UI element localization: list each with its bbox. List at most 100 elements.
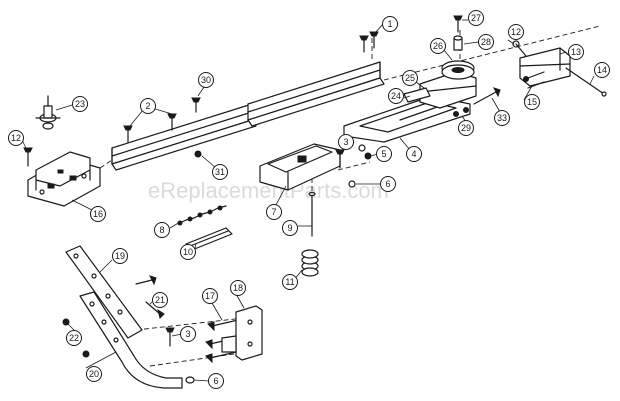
svg-text:11: 11 [285,277,294,287]
svg-text:25: 25 [405,73,415,83]
callout: 30 [198,72,214,88]
callout: 26 [430,38,446,54]
callout: 9 [282,220,298,236]
callout: 3 [180,326,196,342]
svg-text:6: 6 [213,376,218,386]
callout: 14 [594,62,610,78]
clevis-pin [165,327,175,347]
svg-text:24: 24 [391,91,401,101]
rail-screws [123,113,177,143]
callout: 13 [568,44,584,60]
callout: 11 [282,274,298,290]
svg-text:8: 8 [159,225,164,235]
svg-text:33: 33 [497,113,507,123]
callout: 31 [212,164,228,180]
rail-section-left [111,103,257,171]
svg-text:26: 26 [433,41,443,51]
svg-text:1: 1 [387,19,392,29]
callout: 18 [230,280,246,296]
door-bracket [221,305,263,361]
callout: 7 [266,204,282,220]
svg-text:4: 4 [411,149,416,159]
callout: 24 [388,88,404,104]
callout: 12 [508,24,524,40]
callout: 6 [380,176,396,192]
callout: 2 [140,98,156,114]
rail-nut [194,150,202,158]
pulley-spacer [453,35,463,51]
callout: 16 [90,206,106,222]
rail-assembly [111,61,385,171]
release-spring [301,249,319,277]
header-bracket [27,151,101,207]
callout: 33 [494,110,510,126]
svg-text:5: 5 [381,149,386,159]
trolley-pin [308,191,316,237]
svg-text:27: 27 [471,13,481,23]
callout: 20 [86,366,102,382]
rail-screw-30 [191,97,201,113]
svg-text:15: 15 [527,97,537,107]
bracket-tab [403,87,431,103]
svg-text:6: 6 [385,179,390,189]
door-bracket-bolts [205,319,239,364]
svg-text:18: 18 [233,283,243,293]
callout: 25 [402,70,418,86]
callout-labels: 1 2 3 3 4 5 6 6 7 8 9 10 11 12 12 13 14 … [8,10,610,389]
straight-door-arm [65,245,143,339]
svg-text:3: 3 [343,137,348,147]
washer-lower [185,376,195,384]
svg-text:21: 21 [155,295,165,305]
svg-text:20: 20 [89,369,99,379]
callout: 10 [180,244,196,260]
rail-section-right [247,61,385,127]
header-pulley [35,95,61,130]
svg-text:17: 17 [205,291,215,301]
frame-nuts [453,107,469,117]
callout: 3 [338,134,354,150]
frame-bolt [473,87,501,105]
svg-text:31: 31 [215,167,225,177]
idler-pulley [441,60,475,80]
callout: 23 [72,96,88,112]
callout: 15 [524,94,540,110]
nut-washer [358,144,372,160]
svg-text:16: 16 [93,209,103,219]
svg-text:12: 12 [11,133,21,143]
callout: 6 [208,373,224,389]
svg-text:9: 9 [287,223,292,233]
svg-text:30: 30 [201,75,211,85]
arm-nuts [62,318,90,358]
callout: 28 [478,34,494,50]
callout: 17 [202,288,218,304]
svg-text:2: 2 [145,101,150,111]
svg-text:7: 7 [271,207,276,217]
leader-lines [21,19,595,382]
end-screws [523,71,545,89]
svg-text:23: 23 [75,99,85,109]
callout: 21 [152,292,168,308]
svg-text:10: 10 [183,247,193,257]
callout: 29 [458,120,474,136]
callout: 4 [406,146,422,162]
svg-text:13: 13 [571,47,581,57]
curved-door-arm [79,291,183,389]
screw-right [512,40,527,57]
callout: 19 [112,248,128,264]
svg-text:22: 22 [69,333,79,343]
end-rod [565,67,607,97]
arm-bolts [135,275,165,319]
svg-text:29: 29 [461,123,471,133]
svg-text:3: 3 [185,329,190,339]
pulley-bolt [453,15,463,33]
callout: 5 [376,146,392,162]
screw-left [23,147,33,167]
callout: 27 [468,10,484,26]
svg-text:28: 28 [481,37,491,47]
svg-text:19: 19 [115,251,125,261]
callout: 8 [154,222,170,238]
svg-text:12: 12 [511,27,521,37]
svg-text:14: 14 [597,65,607,75]
